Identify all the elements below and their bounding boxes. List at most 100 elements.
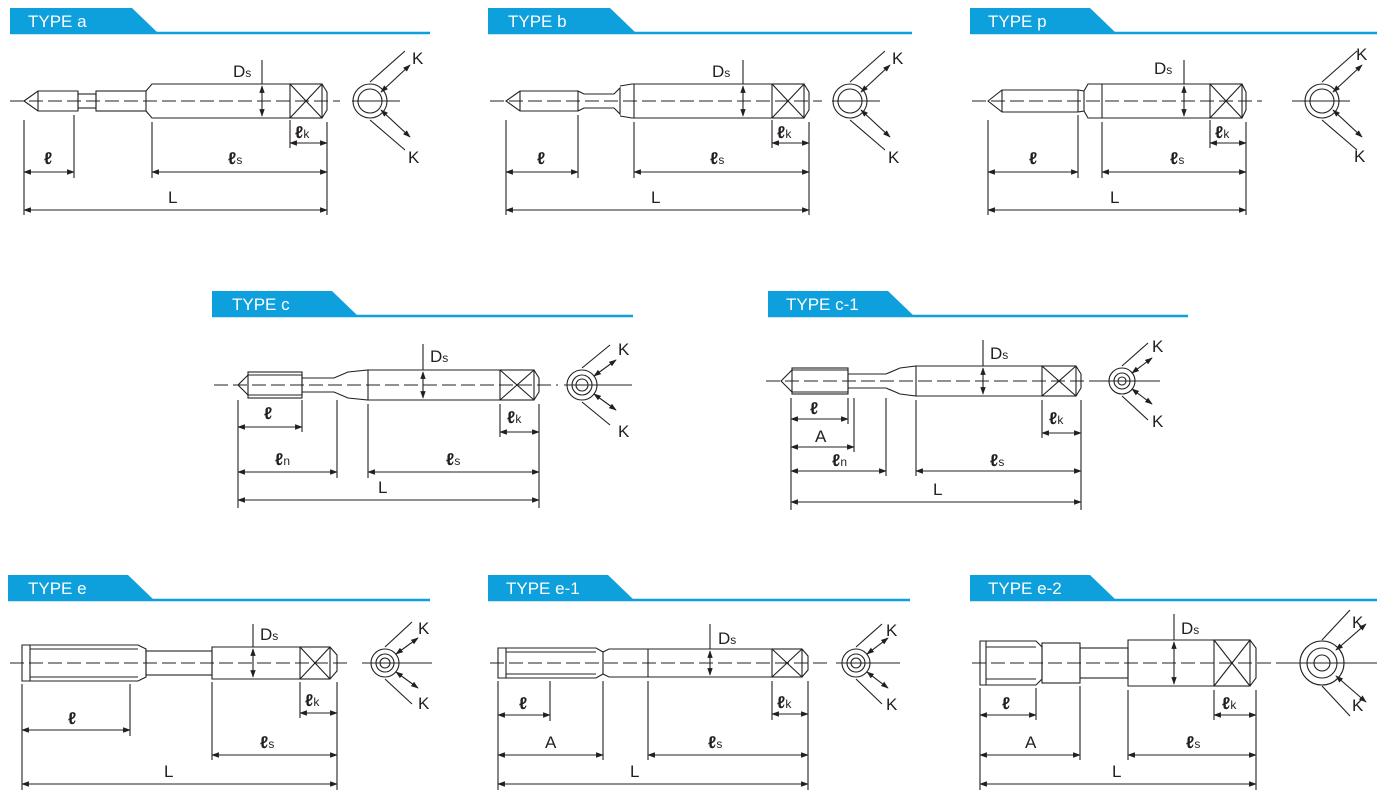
lk-label: ℓk	[305, 691, 320, 710]
type-title: TYPE e	[28, 579, 87, 598]
type-title: TYPE c	[232, 295, 290, 314]
l-label: ℓ	[264, 404, 272, 423]
tap-drawing	[972, 609, 1377, 790]
type-title: TYPE e-1	[506, 579, 580, 598]
type-title: TYPE p	[988, 12, 1047, 31]
l-label: ℓ	[1002, 694, 1010, 713]
lk-label: ℓk	[1215, 123, 1230, 142]
type-header: TYPE p	[970, 8, 1377, 35]
panel-type-c: TYPE c Ds ℓk	[212, 291, 633, 508]
ds-label: Ds	[718, 629, 736, 648]
panel-type-a: TYPE a Ds ℓk	[10, 8, 430, 215]
type-title: TYPE e-2	[988, 579, 1062, 598]
tap-drawing	[490, 623, 900, 790]
type-header: TYPE e	[8, 575, 430, 602]
k-label-top: K	[886, 621, 898, 640]
tap-drawing	[766, 340, 1160, 510]
k-label-bottom: K	[888, 148, 900, 167]
ls-label: ℓs	[228, 149, 242, 168]
ls-label: ℓs	[990, 451, 1004, 470]
l-label: ℓ	[68, 709, 76, 728]
k-label-top: K	[418, 619, 430, 638]
overall-length-label: L	[164, 762, 173, 781]
overall-length-label: L	[651, 188, 660, 207]
type-title: TYPE c-1	[786, 295, 859, 314]
ds-label: Ds	[430, 347, 448, 366]
k-label-bottom: K	[1152, 412, 1164, 431]
ls-label: ℓs	[446, 450, 460, 469]
type-header: TYPE e-2	[970, 575, 1377, 602]
tap-drawing	[972, 50, 1363, 215]
lk-label: ℓk	[777, 123, 792, 142]
ls-label: ℓs	[1170, 149, 1184, 168]
type-header: TYPE c	[212, 291, 633, 318]
ls-label: ℓs	[708, 733, 722, 752]
dimension-labels: Ds ℓk ℓ ℓs L K K	[68, 619, 430, 781]
ds-label: Ds	[990, 344, 1008, 363]
dimension-labels: Ds ℓk ℓ ℓn ℓs L K K	[264, 340, 630, 497]
dimension-labels: Ds ℓk ℓ A ℓn ℓs L K K	[810, 337, 1164, 499]
dimension-labels: Ds ℓk ℓs ℓ L K K	[1029, 45, 1368, 207]
lk-label: ℓk	[1049, 409, 1064, 428]
type-header: TYPE a	[10, 8, 430, 35]
k-label-bottom: K	[1354, 147, 1366, 166]
k-label-bottom: K	[618, 422, 630, 441]
type-header: TYPE c-1	[768, 291, 1188, 318]
a-label: A	[1025, 733, 1037, 752]
overall-length-label: L	[1112, 762, 1121, 781]
panel-type-e: TYPE e Ds ℓk ℓ	[8, 575, 432, 790]
k-label-top: K	[892, 49, 904, 68]
lk-label: ℓk	[507, 408, 522, 427]
overall-length-label: L	[1110, 188, 1119, 207]
ls-label: ℓs	[260, 733, 274, 752]
panel-type-e-1: TYPE e-1 Ds ℓk	[488, 575, 910, 790]
tap-drawing	[10, 621, 432, 790]
overall-length-label: L	[378, 478, 387, 497]
ln-label: ℓn	[832, 451, 847, 470]
overall-length-label: L	[168, 188, 177, 207]
k-label-top: K	[1352, 613, 1364, 632]
tap-drawing	[490, 50, 891, 215]
type-header: TYPE b	[488, 8, 912, 35]
l-label: ℓ	[519, 694, 527, 713]
panel-type-p: TYPE p Ds ℓk	[970, 8, 1377, 215]
a-label: A	[815, 427, 827, 446]
type-title: TYPE b	[508, 12, 567, 31]
a-label: A	[545, 733, 557, 752]
k-label-top: K	[1152, 337, 1164, 356]
k-label-bottom: K	[1352, 696, 1364, 715]
tap-drawing	[214, 344, 632, 508]
k-label-bottom: K	[408, 148, 420, 167]
ln-label: ℓn	[275, 450, 290, 469]
k-label-top: K	[618, 340, 630, 359]
ls-label: ℓs	[1186, 733, 1200, 752]
lk-label: ℓk	[1222, 694, 1237, 713]
ds-label: Ds	[1154, 59, 1172, 78]
type-title: TYPE a	[28, 12, 87, 31]
ds-label: Ds	[712, 62, 730, 81]
overall-length-label: L	[933, 480, 942, 499]
ls-label: ℓs	[710, 149, 724, 168]
ds-label: Ds	[1181, 619, 1199, 638]
overall-length-label: L	[630, 762, 639, 781]
l-label: ℓ	[537, 149, 545, 168]
l-label: ℓ	[1029, 149, 1037, 168]
lk-label: ℓk	[777, 693, 792, 712]
k-label-bottom: K	[886, 695, 898, 714]
dimension-labels: Ds ℓk ℓs ℓ L K K	[537, 49, 904, 207]
k-label-bottom: K	[418, 694, 430, 713]
panel-type-b: TYPE b Ds ℓk	[488, 8, 912, 215]
lk-label: ℓk	[295, 123, 310, 142]
dimension-labels: Ds ℓk ℓ A ℓs L K K	[1002, 613, 1364, 781]
l-label: ℓ	[810, 399, 818, 418]
k-label-top: K	[1356, 45, 1368, 64]
panel-type-c-1: TYPE c-1	[766, 291, 1188, 510]
tap-drawing	[10, 50, 411, 215]
dimension-labels: Ds ℓk ℓs ℓ L K K	[44, 49, 424, 207]
ds-label: Ds	[233, 62, 251, 81]
type-header: TYPE e-1	[488, 575, 910, 602]
ds-label: Ds	[260, 625, 278, 644]
panel-type-e-2: TYPE e-2 Ds	[970, 575, 1377, 790]
k-label-top: K	[412, 49, 424, 68]
